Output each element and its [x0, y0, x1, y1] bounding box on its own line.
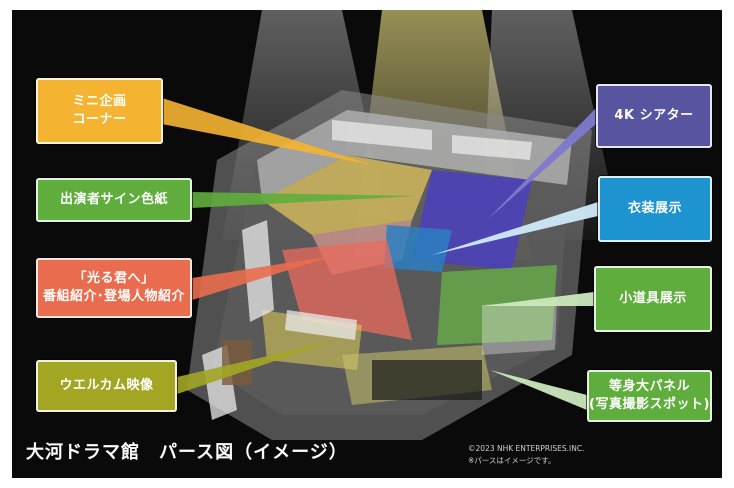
pointer-hikaru-kimi	[192, 255, 337, 300]
copyright-text: ©2023 NHK ENTERPRISES.INC.	[468, 444, 585, 453]
pointer-theater	[487, 108, 596, 220]
exhibit-perspective-diagram: ミニ企画 コーナー 出演者サイン色紙 「光る君へ」 番組紹介･登場人物紹介 ウエ…	[12, 10, 722, 478]
diagram-title: 大河ドラマ館 パース図（イメージ）	[26, 442, 348, 463]
back-wall-left	[257, 110, 347, 200]
label-4k-theater: 4K シアター	[596, 84, 712, 148]
entrance-gate	[372, 360, 482, 400]
label-welcome-video: ウエルカム映像	[36, 360, 177, 412]
disclaimer-note: ※パースはイメージです。	[468, 456, 556, 465]
label-costume: 衣装展示	[598, 176, 712, 242]
floor-plan-illustration	[162, 10, 622, 440]
pointer-life-size-panel	[490, 370, 587, 410]
pointer-autograph	[192, 192, 417, 208]
zone-costume	[384, 225, 452, 272]
pointer-costume	[432, 202, 598, 255]
pointer-props	[482, 292, 594, 306]
label-props: 小道具展示	[594, 266, 712, 332]
pointer-welcome	[177, 340, 337, 394]
label-cast-autograph: 出演者サイン色紙	[36, 178, 192, 222]
pointer-mini-corner	[162, 98, 372, 165]
label-life-size-panel: 等身大パネル (写真撮影スポット)	[587, 370, 712, 422]
label-mini-corner: ミニ企画 コーナー	[36, 78, 163, 144]
label-hikaru-kimi: 「光る君へ」 番組紹介･登場人物紹介	[36, 258, 192, 318]
